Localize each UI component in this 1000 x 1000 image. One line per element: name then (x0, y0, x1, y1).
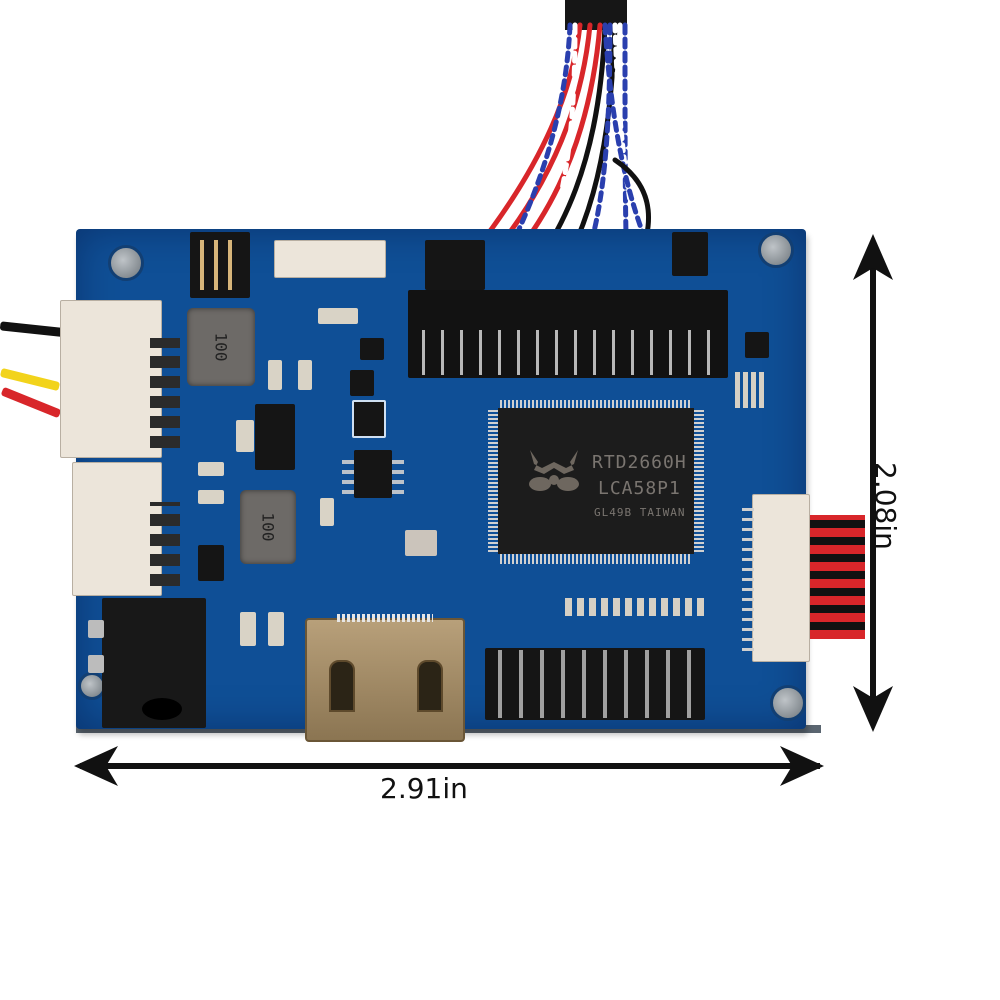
crystal-oscillator (405, 530, 437, 556)
hdmi-latch (417, 660, 443, 712)
ic-pins (694, 410, 704, 552)
regulator-tab (236, 420, 254, 452)
jumper-pins (200, 240, 242, 290)
ic-pins (488, 410, 498, 552)
hdmi-latch (329, 660, 355, 712)
connector-pads (150, 502, 180, 586)
small-ic (198, 545, 224, 581)
capacitor (320, 498, 334, 526)
small-ic (352, 400, 386, 438)
ic-pins (500, 554, 692, 564)
capacitor (198, 490, 224, 504)
capacitor (268, 612, 284, 646)
soic8-chip (354, 450, 392, 498)
ribbon-cable (805, 515, 865, 639)
arrowhead-right-icon (780, 746, 824, 786)
width-label: 2.91in (380, 772, 468, 805)
connector-pins (742, 505, 754, 651)
arrowhead-up-icon (853, 234, 893, 280)
top-right-chip (672, 232, 708, 276)
capacitor (318, 308, 358, 324)
left-key-connector (72, 462, 162, 596)
lvds-header-pins (412, 330, 724, 375)
left-power-connector (60, 300, 162, 458)
mounting-hole (770, 685, 806, 721)
transistor (745, 332, 769, 358)
transistor (350, 370, 374, 396)
wire-yellow (0, 367, 61, 392)
chip-lot: LCA58P1 (598, 478, 681, 499)
height-dimension-line (870, 248, 876, 718)
chip-origin: GL49B TAIWAN (594, 506, 686, 519)
inductor-marking: 100 (211, 332, 231, 362)
jack-hole (142, 698, 182, 720)
hdmi-pins (337, 614, 433, 622)
capacitor (268, 360, 282, 390)
inductor-100-top: 100 (187, 308, 255, 386)
dc-power-jack (102, 598, 206, 728)
arrowhead-left-icon (74, 746, 118, 786)
jack-pad (88, 620, 104, 638)
capacitor (240, 612, 256, 646)
width-dimension-line (80, 763, 820, 769)
height-label: 2.08in (869, 462, 902, 550)
pin-header-pins (490, 650, 700, 718)
inductor-marking: 100 (258, 512, 278, 542)
mounting-hole (758, 232, 794, 268)
jack-pad (88, 655, 104, 673)
chip-model: RTD2660H (592, 452, 687, 473)
hdmi-port (305, 614, 465, 742)
voltage-regulator (255, 404, 295, 470)
mounting-hole (108, 245, 144, 281)
resistor-array (565, 598, 705, 616)
resistor-array (735, 372, 765, 408)
realtek-crab-logo (526, 448, 582, 494)
transistor (360, 338, 384, 360)
wire-red (0, 386, 62, 419)
capacitor (298, 360, 312, 390)
mounting-hole (78, 672, 106, 700)
arrowhead-down-icon (853, 686, 893, 732)
right-ffc-connector (752, 494, 810, 662)
ic-pins (500, 400, 692, 410)
eeprom-chip (425, 240, 485, 290)
top-white-connector (274, 240, 386, 278)
capacitor (198, 462, 224, 476)
inductor-100-bottom: 100 (240, 490, 296, 564)
rtd2660h-chip: RTD2660H LCA58P1 GL49B TAIWAN (498, 408, 694, 554)
connector-pads (150, 338, 180, 448)
